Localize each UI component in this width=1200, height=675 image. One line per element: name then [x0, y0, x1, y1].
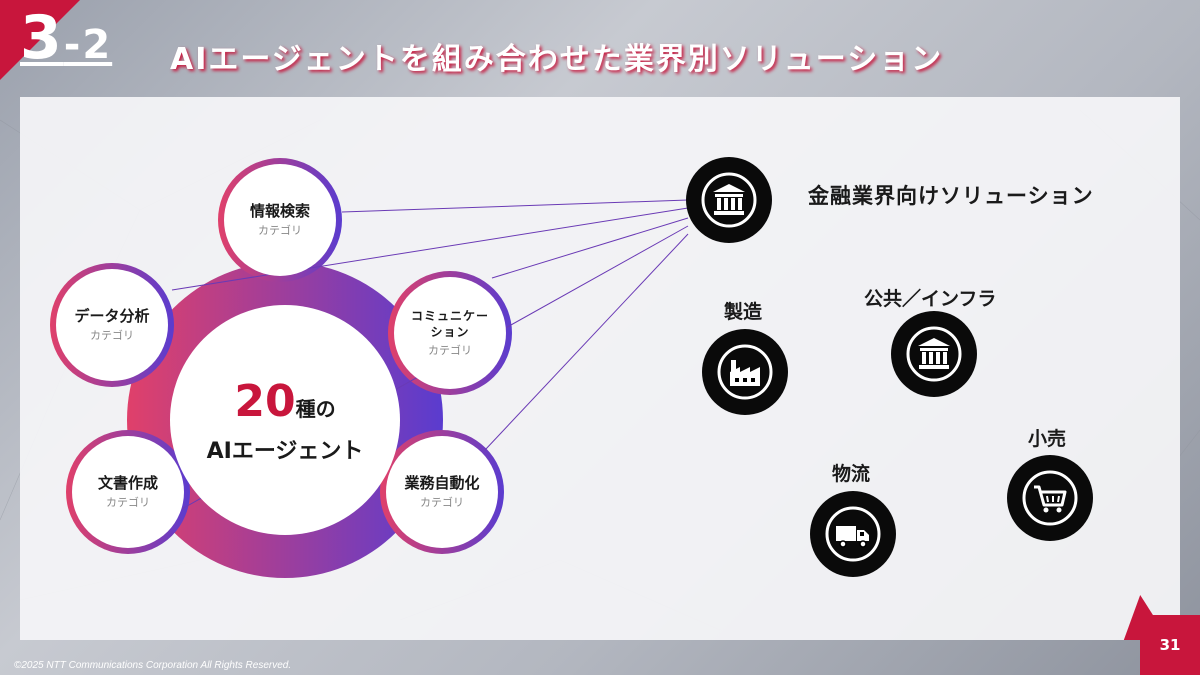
page-number-badge	[1140, 615, 1200, 675]
shopping-cart-icon	[1022, 470, 1078, 526]
copyright-notice: ©2025 NTT Communications Corporation All…	[14, 660, 292, 671]
manufacturing-icon-circle	[702, 329, 788, 415]
logistics-label: 物流	[832, 463, 871, 485]
agent-count-label: AIエージェント	[206, 438, 364, 464]
category-communication: コミュニケー ション カテゴリ	[394, 277, 506, 389]
government-building-icon	[906, 326, 962, 382]
factory-icon	[717, 344, 773, 400]
slide-title: AIエージェントを組み合わせた業界別ソリューション	[170, 42, 944, 77]
finance-solution-icon-circle	[686, 157, 772, 243]
category-doc-creation: 文書作成 カテゴリ	[72, 436, 184, 548]
corner-accent-top-left	[0, 0, 80, 80]
logistics-icon-circle	[810, 491, 896, 577]
retail-label: 小売	[1028, 428, 1067, 450]
agent-count-suffix: 種の	[295, 396, 336, 421]
public-infra-icon-circle	[891, 311, 977, 397]
agent-count-center: 20種の AIエージェント	[170, 305, 400, 535]
section-number: 3-2	[20, 3, 113, 73]
retail-icon-circle	[1007, 455, 1093, 541]
category-automation: 業務自動化 カテゴリ	[386, 436, 498, 548]
page-number: 31	[1159, 636, 1181, 654]
public-infra-label: 公共／インフラ	[864, 288, 997, 310]
truck-icon	[825, 506, 881, 562]
category-info-search: 情報検索 カテゴリ	[224, 164, 336, 276]
agent-count-number: 20	[234, 375, 296, 427]
finance-solution-label: 金融業界向けソリューション	[808, 184, 1094, 208]
bank-icon	[701, 172, 757, 228]
category-data-analysis: データ分析 カテゴリ	[56, 269, 168, 381]
manufacturing-label: 製造	[724, 301, 763, 323]
